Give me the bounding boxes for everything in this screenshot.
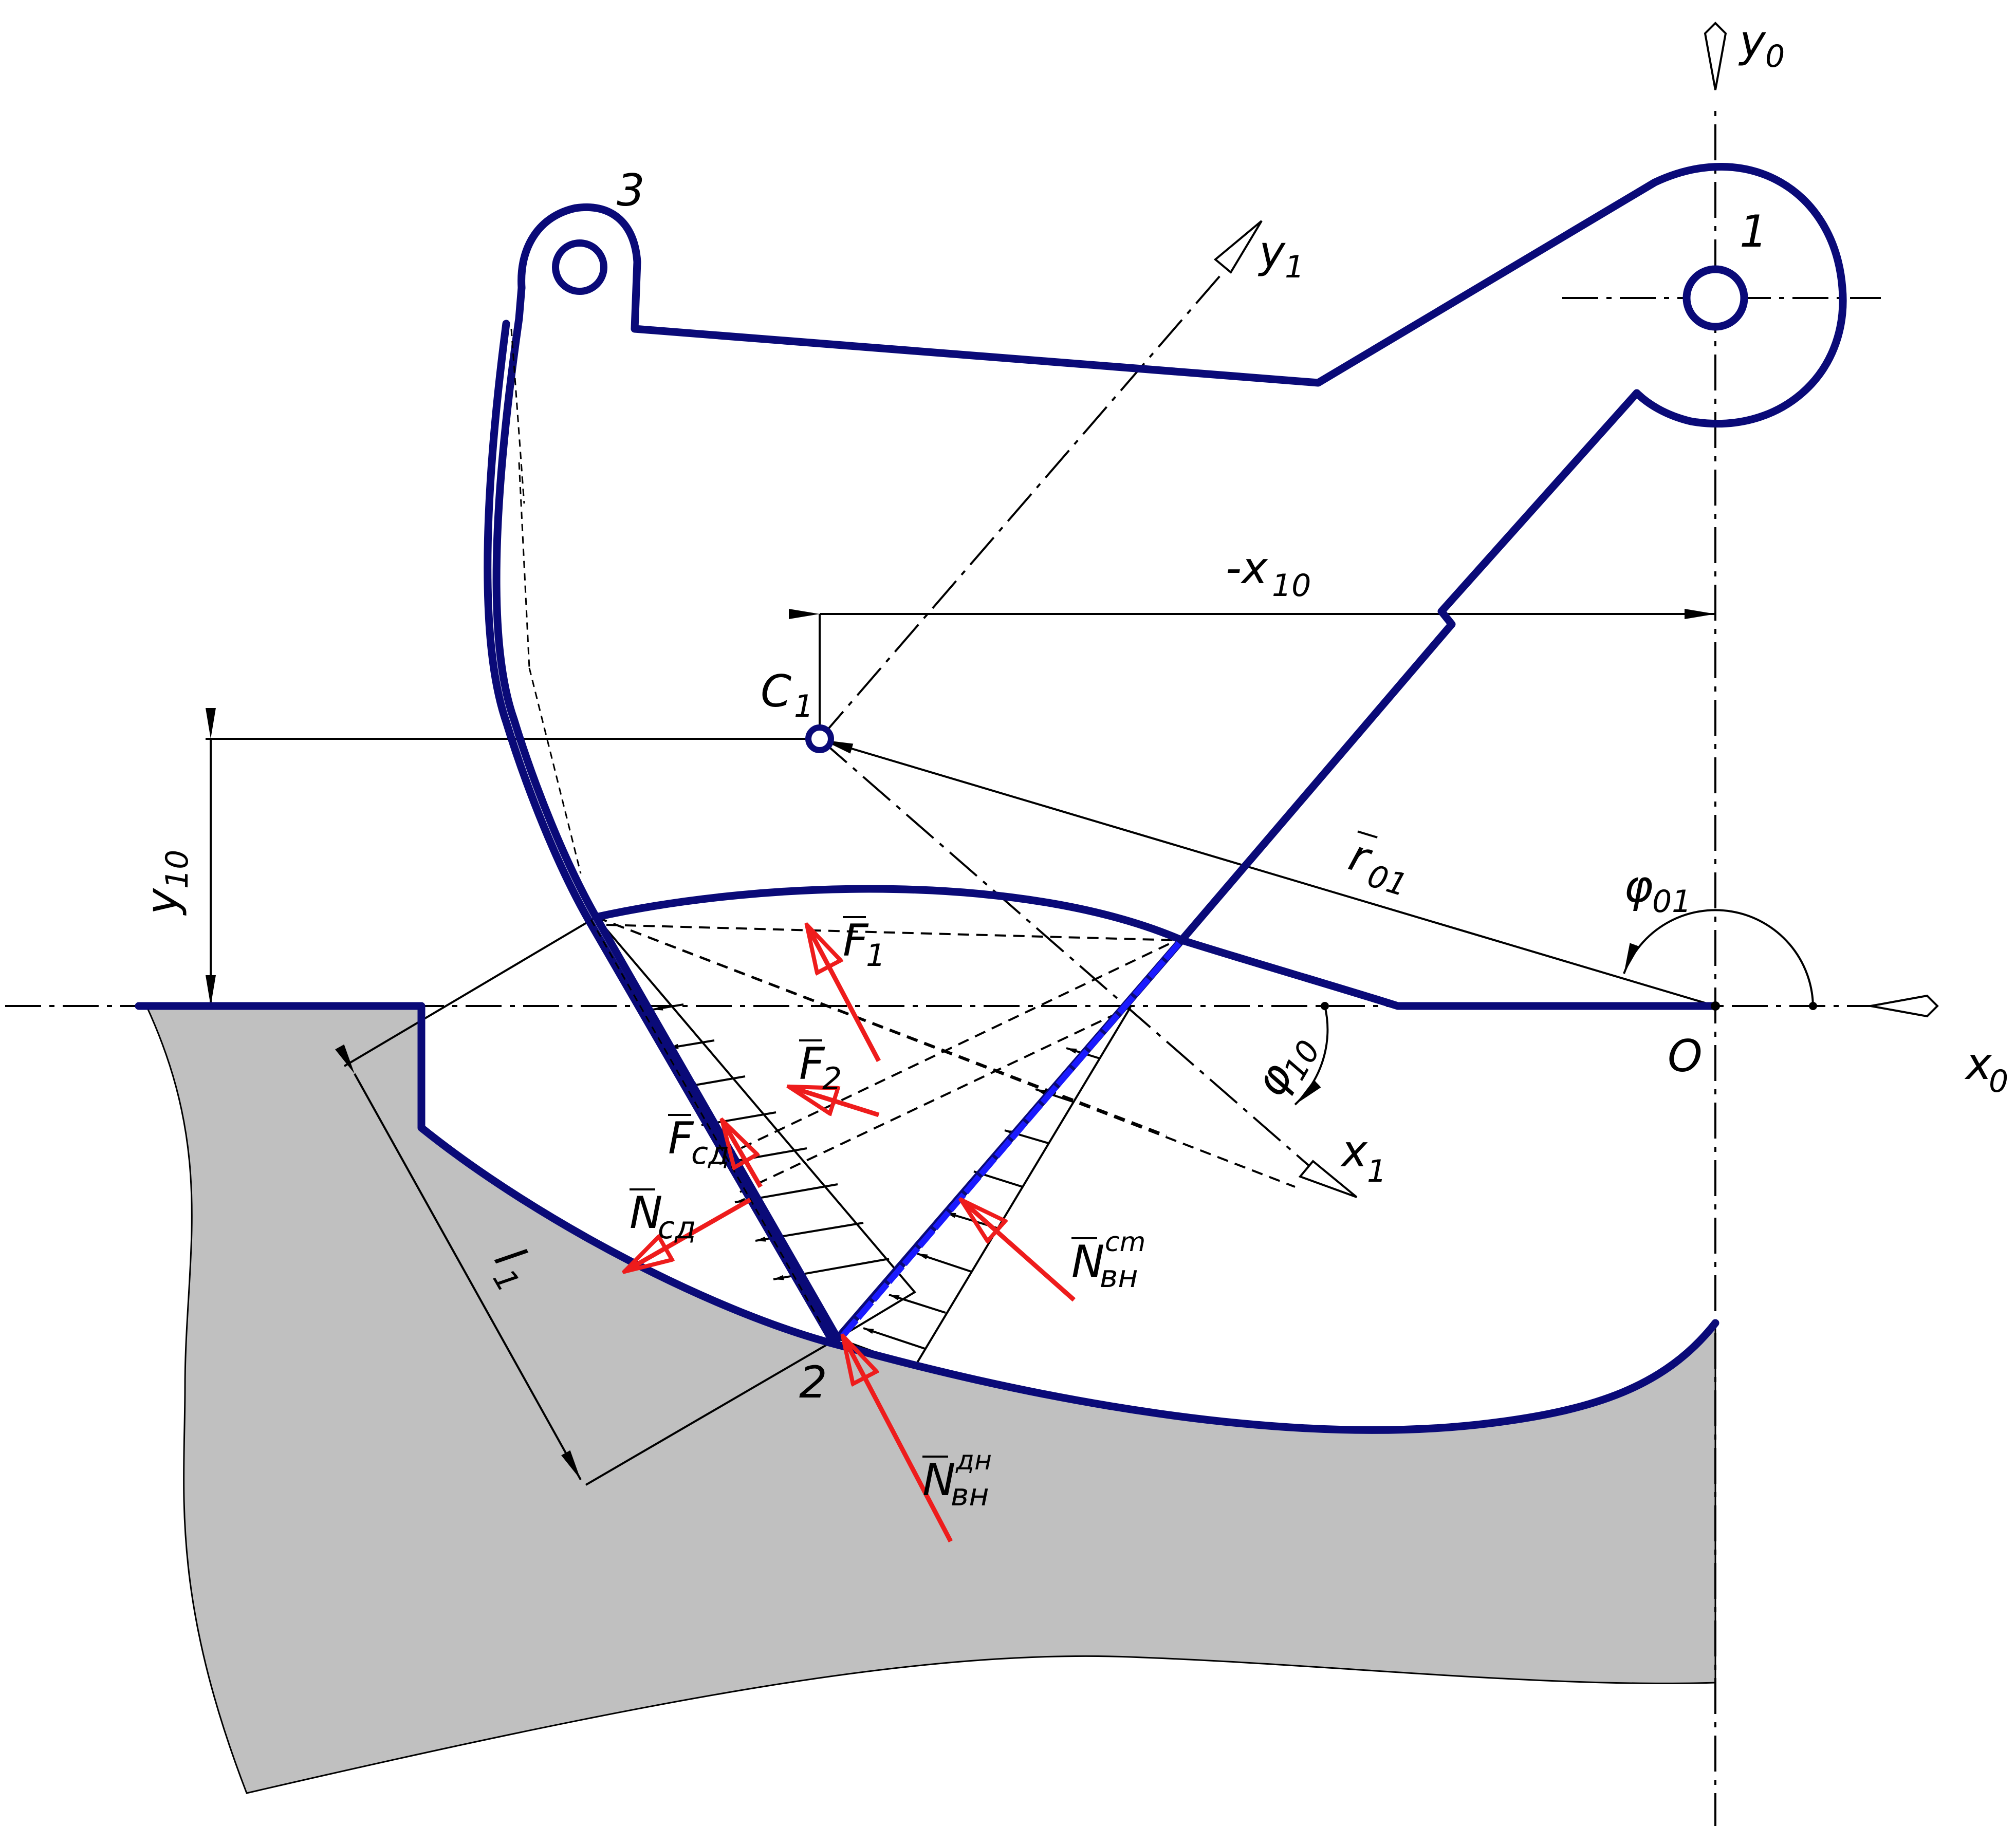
force-F1-vector <box>807 925 881 1063</box>
label-origin: O <box>1668 1031 1703 1082</box>
svg-text:F: F <box>799 1038 825 1090</box>
y1-axis-line <box>819 271 1224 740</box>
svg-text:N: N <box>922 1455 955 1506</box>
x0-axis-arrow <box>1870 994 1939 1018</box>
force-F2-vector <box>789 1087 880 1117</box>
label-r01: r 01 <box>1343 829 1411 904</box>
joint-3-pin <box>552 239 607 295</box>
svg-text:F: F <box>843 915 869 966</box>
svg-text:N: N <box>630 1187 662 1239</box>
svg-text:x: x <box>1964 1038 1992 1090</box>
label-joint-2: 2 <box>799 1357 827 1408</box>
svg-text:y: y <box>137 888 188 916</box>
label-Nvn-st: N вн cm <box>1071 1227 1145 1295</box>
dashed-line-d <box>739 1006 1131 1193</box>
l1-extension-line-bottom <box>585 1337 839 1486</box>
bucket-bottom-blade <box>840 941 1182 1338</box>
label-Fcd: F cд <box>668 1113 729 1171</box>
svg-text:cm: cm <box>1105 1227 1145 1258</box>
cut-surface-curve <box>592 885 1719 1010</box>
label-y10: y 10 <box>137 850 195 916</box>
svg-text:1: 1 <box>794 688 813 724</box>
svg-text:C: C <box>761 666 791 717</box>
svg-text:01: 01 <box>1652 884 1691 920</box>
label-Ncd: N cд <box>630 1187 696 1246</box>
x1-axis-arrowhead <box>1298 1160 1358 1198</box>
bucket-back-wall <box>492 284 842 1343</box>
svg-text:1: 1 <box>1285 249 1304 285</box>
label-x1: x 1 <box>1340 1126 1386 1189</box>
svg-text:2: 2 <box>822 1061 842 1097</box>
y0-axis-arrow <box>1704 22 1727 90</box>
l1-extension-line-top <box>343 916 597 1067</box>
dashed-line-c <box>724 939 1177 1157</box>
dashed-line-b <box>596 916 1167 1136</box>
svg-text:-x: -x <box>1226 543 1268 594</box>
x1-axis-line <box>819 738 1317 1172</box>
ground-surface-left <box>135 1002 1719 1434</box>
label-y1: y 1 <box>1257 227 1304 285</box>
label-x10: -x 10 <box>1226 543 1311 604</box>
y1-axis-arrowhead <box>1213 220 1263 274</box>
svg-text:x: x <box>1340 1126 1368 1177</box>
bucket-back-wall-liner <box>484 320 837 1345</box>
svg-text:0: 0 <box>1989 1064 2008 1100</box>
label-Nvn-dn: N вн дн <box>922 1445 992 1513</box>
svg-text:вн: вн <box>1100 1259 1138 1295</box>
centre-c1-marker <box>805 724 834 753</box>
bucket-liner-hatch <box>510 328 823 1326</box>
svg-text:cд: cд <box>658 1210 696 1246</box>
dashed-line-e <box>606 924 1177 941</box>
svg-text:y: y <box>1257 227 1286 278</box>
svg-text:cд: cд <box>691 1135 729 1171</box>
bucket-top-plate <box>517 162 1847 1343</box>
svg-text:φ: φ <box>1624 861 1653 912</box>
force-Fcd-vector <box>722 1120 763 1188</box>
svg-text:y: y <box>1738 16 1766 67</box>
l1-dimension-line <box>335 1044 582 1480</box>
svg-text:1: 1 <box>866 938 885 974</box>
angle-phi10-arc <box>1294 1005 1329 1106</box>
origin-point <box>1711 1001 1720 1011</box>
label-y0: y 0 <box>1738 16 1785 74</box>
pressure-hatch-right <box>863 1047 1100 1350</box>
label-joint-1: 1 <box>1740 206 1768 257</box>
label-F1: F 1 <box>843 915 885 974</box>
svg-text:1: 1 <box>1367 1153 1386 1189</box>
force-Nvn-st-vector <box>961 1200 1076 1302</box>
radius-vector-r01 <box>822 739 1716 1007</box>
svg-text:01: 01 <box>1363 858 1411 904</box>
angle-phi01-arc <box>1623 909 1814 1007</box>
angle-phi01-dot <box>1809 1002 1817 1010</box>
angle-phi10-dot <box>1321 1002 1329 1010</box>
force-Nvn-dn-vector <box>843 1336 953 1543</box>
svg-text:F: F <box>668 1113 694 1164</box>
label-x0: x 0 <box>1964 1038 2008 1100</box>
joint-1-pin <box>1682 265 1748 331</box>
svg-text:10: 10 <box>1272 568 1311 604</box>
label-phi01: φ 01 <box>1624 861 1691 920</box>
svg-text:вн: вн <box>951 1477 989 1513</box>
label-F2: F 2 <box>799 1038 842 1097</box>
label-c1: C 1 <box>761 666 813 724</box>
svg-text:дн: дн <box>955 1445 992 1476</box>
label-joint-3: 3 <box>617 165 645 216</box>
force-Ncd-vector <box>624 1198 752 1272</box>
svg-text:0: 0 <box>1765 39 1785 74</box>
label-phi10: φ 10 <box>1245 1034 1328 1105</box>
svg-text:10: 10 <box>159 850 195 889</box>
svg-text:N: N <box>1071 1236 1104 1288</box>
